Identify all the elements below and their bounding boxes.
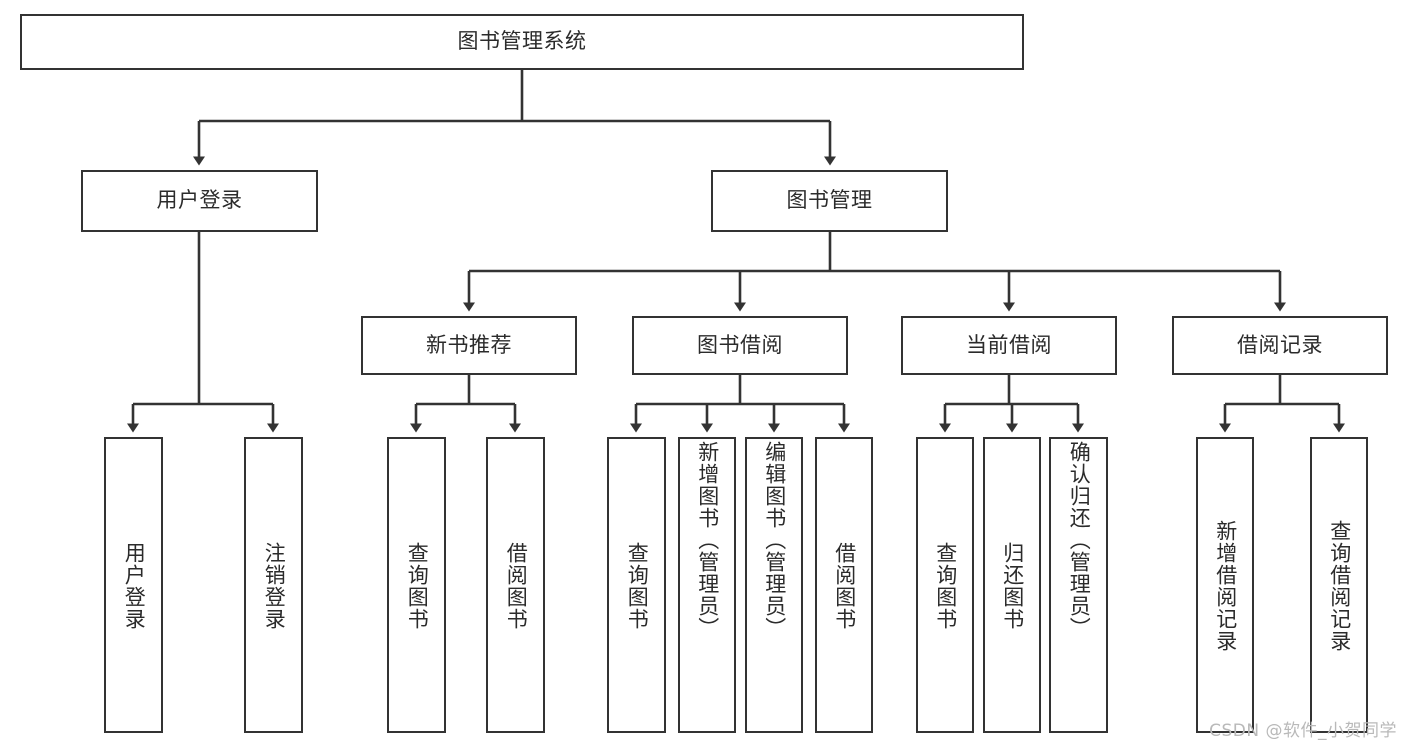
node-leaf-confirm-return-label: 确认归还（管理员） (1067, 441, 1092, 639)
node-leaf-add-borrow-record[interactable]: 新增借阅记录 (1196, 437, 1254, 733)
csdn-watermark: CSDN @软件_小贺同学 (1209, 721, 1397, 741)
node-borrow-record[interactable]: 借阅记录 (1172, 316, 1388, 375)
node-book-manage[interactable]: 图书管理 (711, 170, 948, 232)
node-leaf-edit-book-label: 编辑图书（管理员） (762, 441, 787, 639)
node-book-manage-label: 图书管理 (786, 188, 873, 213)
node-leaf-return-book-label: 归还图书 (1000, 542, 1025, 630)
node-leaf-return-book[interactable]: 归还图书 (983, 437, 1041, 733)
node-new-book-recommend[interactable]: 新书推荐 (361, 316, 577, 375)
node-leaf-query-book-current-label: 查询图书 (933, 542, 958, 630)
node-leaf-query-book-borrow-label: 查询图书 (625, 542, 650, 630)
node-leaf-add-book[interactable]: 新增图书（管理员） (678, 437, 736, 733)
node-book-borrow[interactable]: 图书借阅 (632, 316, 848, 375)
node-leaf-borrow-book-label: 借阅图书 (832, 542, 857, 630)
node-leaf-borrow-book[interactable]: 借阅图书 (815, 437, 873, 733)
node-leaf-add-book-label: 新增图书（管理员） (695, 441, 720, 639)
node-new-book-recommend-label: 新书推荐 (426, 332, 512, 357)
node-user-login-label: 用户登录 (156, 188, 243, 213)
node-leaf-confirm-return[interactable]: 确认归还（管理员） (1049, 437, 1108, 733)
node-leaf-query-borrow-record[interactable]: 查询借阅记录 (1310, 437, 1368, 733)
node-leaf-user-login-label: 用户登录 (122, 542, 147, 630)
node-leaf-query-book-borrow[interactable]: 查询图书 (607, 437, 666, 733)
node-leaf-query-book-current[interactable]: 查询图书 (916, 437, 974, 733)
node-leaf-query-book-recommend-label: 查询图书 (405, 542, 430, 630)
node-book-borrow-label: 图书借阅 (697, 332, 783, 357)
node-current-borrow[interactable]: 当前借阅 (901, 316, 1117, 375)
node-borrow-record-label: 借阅记录 (1237, 332, 1323, 357)
node-current-borrow-label: 当前借阅 (966, 332, 1052, 357)
node-root[interactable]: 图书管理系统 (20, 14, 1024, 70)
node-root-label: 图书管理系统 (457, 29, 587, 54)
node-leaf-add-borrow-record-label: 新增借阅记录 (1213, 520, 1238, 652)
node-leaf-edit-book[interactable]: 编辑图书（管理员） (745, 437, 803, 733)
node-leaf-user-logout[interactable]: 注销登录 (244, 437, 303, 733)
node-leaf-user-logout-label: 注销登录 (262, 542, 287, 630)
node-leaf-query-book-recommend[interactable]: 查询图书 (387, 437, 446, 733)
node-leaf-user-login[interactable]: 用户登录 (104, 437, 163, 733)
node-leaf-query-borrow-record-label: 查询借阅记录 (1327, 520, 1352, 652)
node-leaf-borrow-book-recommend-label: 借阅图书 (504, 542, 529, 630)
node-user-login[interactable]: 用户登录 (81, 170, 318, 232)
node-leaf-borrow-book-recommend[interactable]: 借阅图书 (486, 437, 545, 733)
